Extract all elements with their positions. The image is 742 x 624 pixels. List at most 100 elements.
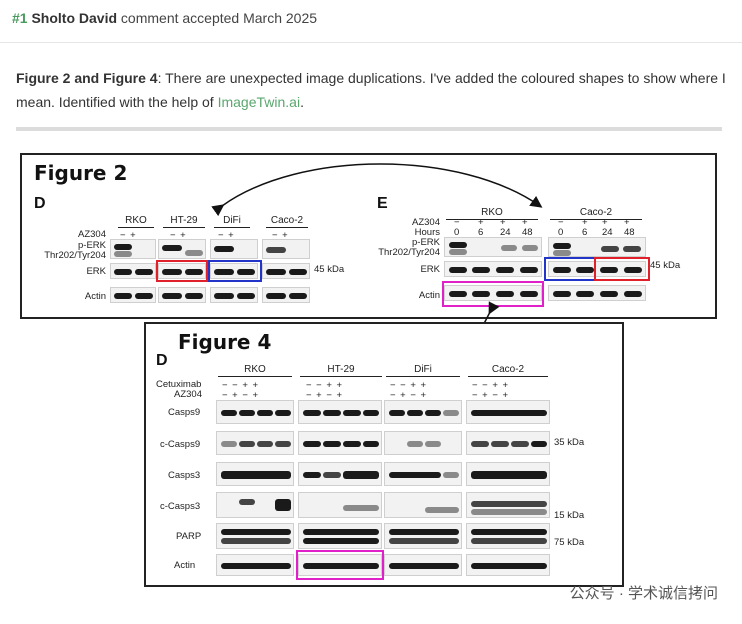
- fig2-e-blot-actin-caco2: [548, 285, 646, 301]
- figure-2-title: Figure 2: [34, 161, 128, 185]
- fig2-d-col-rko: RKO: [118, 215, 154, 228]
- fig2-e-blot-actin-rko: [444, 285, 542, 301]
- fig2-e-sign-2: +: [500, 217, 506, 228]
- comment-number: #1: [12, 10, 28, 26]
- comment-text-part2: .: [300, 94, 304, 110]
- fig2-e-sign-3: +: [522, 217, 528, 228]
- fig4-ht29-actin-highlight-pink: [296, 550, 384, 580]
- fig2-d-col-difi: DiFi: [214, 215, 250, 228]
- fig2-d-blot-perk-difi: [210, 239, 258, 259]
- fig2-d-blot-actin-rko: [110, 287, 156, 303]
- fig4-blot-ccasps9-difi: [384, 431, 462, 455]
- fig4-blot-casps9-ht29: [298, 400, 382, 424]
- fig2-e-sign-4: −: [558, 217, 564, 228]
- fig4-blot-parp-rko: [216, 523, 294, 549]
- fig2-e-blot-perk-caco2: [548, 237, 646, 257]
- fig4-col-caco2: Caco-2: [468, 364, 548, 377]
- fig4-blot-ccasps3-ht29: [298, 492, 382, 518]
- comment-text: Figure 2 and Figure 4: There are unexpec…: [16, 66, 728, 114]
- fig4-blot-parp-difi: [384, 523, 462, 549]
- comment-header: #1 Sholto David comment accepted March 2…: [12, 10, 317, 26]
- fig4-label-cetuximab: Cetuximab: [156, 379, 202, 390]
- fig4-blot-casps9-rko: [216, 400, 294, 424]
- fig4-label-actin: Actin: [174, 560, 196, 571]
- fig2-d-blot-actin-difi: [210, 287, 258, 303]
- fig4-az-signs-rko: − + − +: [222, 390, 260, 401]
- fig2-panel-e-letter: E: [377, 195, 388, 212]
- fig2-e-sign-6: +: [602, 217, 608, 228]
- fig4-blot-casps3-ht29: [298, 462, 382, 486]
- fig2-e-sign-0: −: [454, 217, 460, 228]
- fig4-blot-ccasps9-rko: [216, 431, 294, 455]
- fig2-e-sign-1: +: [478, 217, 484, 228]
- fig2-e-caco2-erk-highlight-blue: [544, 257, 596, 281]
- fig2-d-signs-ht29: − +: [170, 230, 187, 241]
- fig4-col-difi: DiFi: [386, 364, 460, 377]
- fig2-e-rko-actin-highlight-pink: [442, 281, 544, 307]
- fig2-e-hour-4: 0: [558, 227, 564, 238]
- fig2-e-label-actin: Actin: [418, 290, 440, 301]
- fig2-e-hour-5: 6: [582, 227, 588, 238]
- fig4-size-marker-15: 15 kDa: [554, 510, 585, 521]
- fig4-blot-parp-caco2: [466, 523, 550, 549]
- fig2-d-ht29-erk-highlight-red: [156, 260, 208, 282]
- fig4-blot-ccasps3-difi: [384, 492, 462, 518]
- fig4-blot-ccasps9-caco2: [466, 431, 550, 455]
- fig2-e-caco2-erk-highlight-red: [594, 257, 650, 281]
- watermark-text: 公众号 · 学术诚信拷问: [569, 585, 718, 602]
- comment-text-part1: : There are unexpected image duplication…: [16, 70, 726, 110]
- fig4-blot-casps9-difi: [384, 400, 462, 424]
- fig2-d-signs-caco2: − +: [272, 230, 289, 241]
- fig2-d-blot-erk-caco2: [262, 263, 310, 279]
- fig2-d-blot-perk-caco2: [262, 239, 310, 259]
- fig4-az-signs-ht29: − + − +: [306, 390, 344, 401]
- fig2-d-signs-rko: − +: [120, 230, 137, 241]
- fig4-size-marker-75: 75 kDa: [554, 537, 585, 548]
- fig4-label-az304: AZ304: [174, 389, 202, 400]
- fig4-col-rko: RKO: [218, 364, 292, 377]
- comment-author[interactable]: Sholto David: [31, 10, 118, 26]
- fig2-d-blot-actin-ht29: [158, 287, 206, 303]
- fig2-d-blot-erk-difi: [210, 263, 258, 279]
- fig2-e-sign-7: +: [624, 217, 630, 228]
- fig4-label-c-casps3: c-Casps3: [160, 501, 201, 512]
- fig2-d-col-ht29: HT-29: [163, 215, 205, 228]
- fig2-e-label-perk: p-ERK: [412, 237, 440, 248]
- figure-4-title: Figure 4: [178, 330, 272, 354]
- fig2-d-size-marker: 45 kDa: [314, 264, 345, 275]
- fig2-e-label-erk: ERK: [420, 264, 440, 275]
- fig2-d-blot-perk-rko: [110, 239, 156, 259]
- fig2-e-hour-6: 24: [602, 227, 613, 238]
- fig2-d-signs-difi: − +: [218, 230, 235, 241]
- fig2-e-blot-perk-rko: [444, 237, 542, 257]
- fig2-e-col-caco2: Caco-2: [550, 207, 642, 220]
- fig2-e-size-marker: 45 kDa: [650, 260, 681, 271]
- fig4-label-parp: PARP: [176, 531, 202, 542]
- fig4-blot-casps3-rko: [216, 462, 294, 486]
- fig4-label-c-casps9: c-Casps9: [160, 439, 201, 450]
- fig2-e-hour-3: 48: [522, 227, 533, 238]
- fig2-e-label-thr: Thr202/Tyr204: [378, 247, 440, 258]
- fig4-col-ht29: HT-29: [300, 364, 382, 377]
- comment-bold-intro: Figure 2 and Figure 4: [16, 70, 158, 86]
- fig2-d-col-caco2: Caco-2: [266, 215, 308, 228]
- fig2-d-blot-perk-ht29: [158, 239, 206, 259]
- fig2-e-hour-0: 0: [454, 227, 460, 238]
- fig2-e-hour-2: 24: [500, 227, 511, 238]
- fig4-label-casps3: Casps3: [168, 470, 201, 481]
- fig4-blot-actin-ht29: [298, 554, 382, 576]
- fig4-cetux-signs-ht29: − − + +: [306, 380, 344, 391]
- fig2-d-label-perk: p-ERK: [78, 240, 106, 251]
- fig2-e-hour-1: 6: [478, 227, 484, 238]
- fig4-size-marker-35: 35 kDa: [554, 437, 585, 448]
- fig2-e-blot-erk-rko: [444, 261, 542, 277]
- fig2-d-blot-actin-caco2: [262, 287, 310, 303]
- imagetwin-link[interactable]: ImageTwin.ai: [217, 94, 301, 110]
- figure-4-image: Figure 4 D RKO HT-29 DiFi Caco-2 Cetuxim…: [144, 322, 624, 587]
- fig2-panel-d-letter: D: [34, 195, 46, 212]
- fig2-d-label-thr: Thr202/Tyr204: [44, 250, 106, 261]
- comment-status: comment accepted March 2025: [120, 10, 318, 26]
- fig4-cetux-signs-difi: − − + +: [390, 380, 428, 391]
- fig4-blot-casps3-caco2: [466, 462, 550, 486]
- fig4-cetux-signs-caco2: − − + +: [472, 380, 510, 391]
